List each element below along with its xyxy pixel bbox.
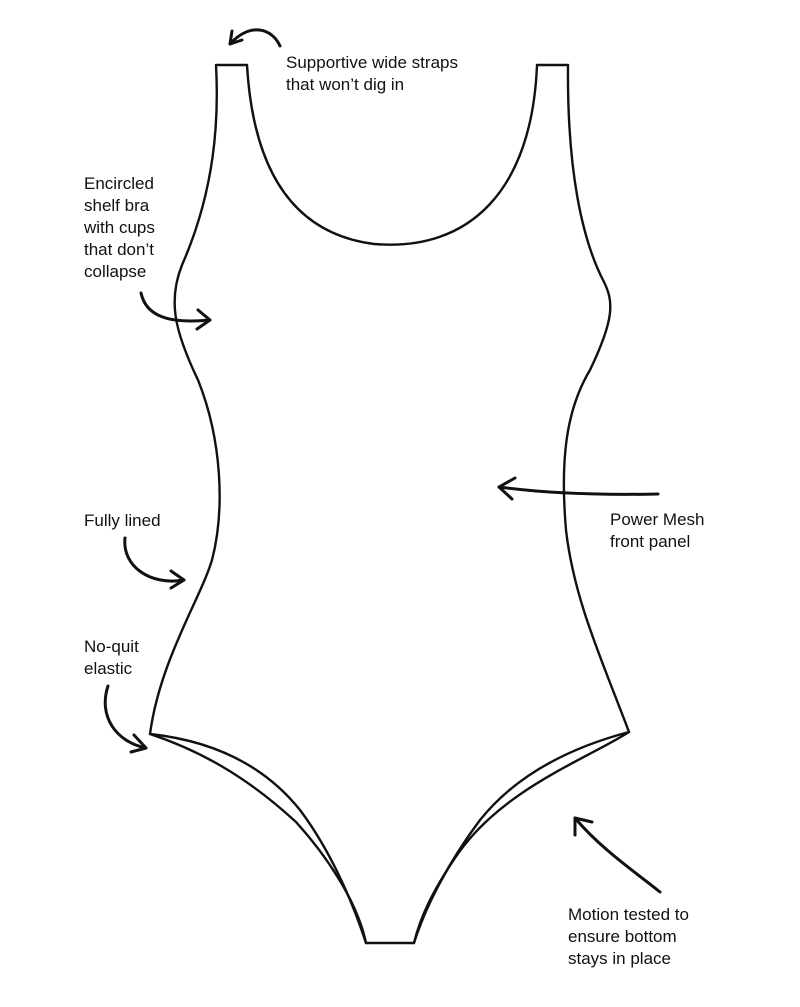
swimsuit-outline <box>148 63 631 945</box>
callout-motion-tested: Motion tested to ensure bottom stays in … <box>568 904 689 970</box>
arrow-elastic <box>103 684 148 754</box>
arrow-power-mesh <box>497 476 660 501</box>
callout-text-line: stays in place <box>568 949 671 968</box>
callout-power-mesh: Power Mesh front panel <box>610 509 704 553</box>
callout-text-line: Motion tested to <box>568 905 689 924</box>
callout-elastic: No-quit elastic <box>84 636 139 680</box>
callout-text-line: shelf bra <box>84 196 150 215</box>
callout-text-line: Power Mesh <box>610 510 705 529</box>
leg-opening-left <box>148 732 368 945</box>
arrow-motion-tested <box>573 816 662 894</box>
leg-opening-right <box>412 730 631 945</box>
callout-text-line: ensure bottom <box>568 927 677 946</box>
callout-text-line: that won’t dig in <box>286 75 405 94</box>
arrow-fully-lined <box>123 536 186 590</box>
callout-straps: Supportive wide straps that won’t dig in <box>286 52 458 96</box>
callout-text-line: Supportive wide straps <box>286 53 458 72</box>
callout-shelf-bra: Encircled shelf bra with cups that don’t… <box>84 173 155 283</box>
callout-text-line: Fully lined <box>84 511 161 530</box>
callout-text-line: with cups <box>84 218 155 237</box>
callout-text-line: No-quit <box>84 637 139 656</box>
arrow-straps <box>228 28 282 48</box>
callout-fully-lined: Fully lined <box>84 510 161 532</box>
callout-text-line: Encircled <box>84 174 154 193</box>
callout-text-line: front panel <box>610 532 691 551</box>
callout-text-line: that don’t <box>84 240 154 259</box>
callout-text-line: elastic <box>84 659 133 678</box>
arrow-shelf-bra <box>139 291 212 331</box>
callout-text-line: collapse <box>84 262 147 281</box>
